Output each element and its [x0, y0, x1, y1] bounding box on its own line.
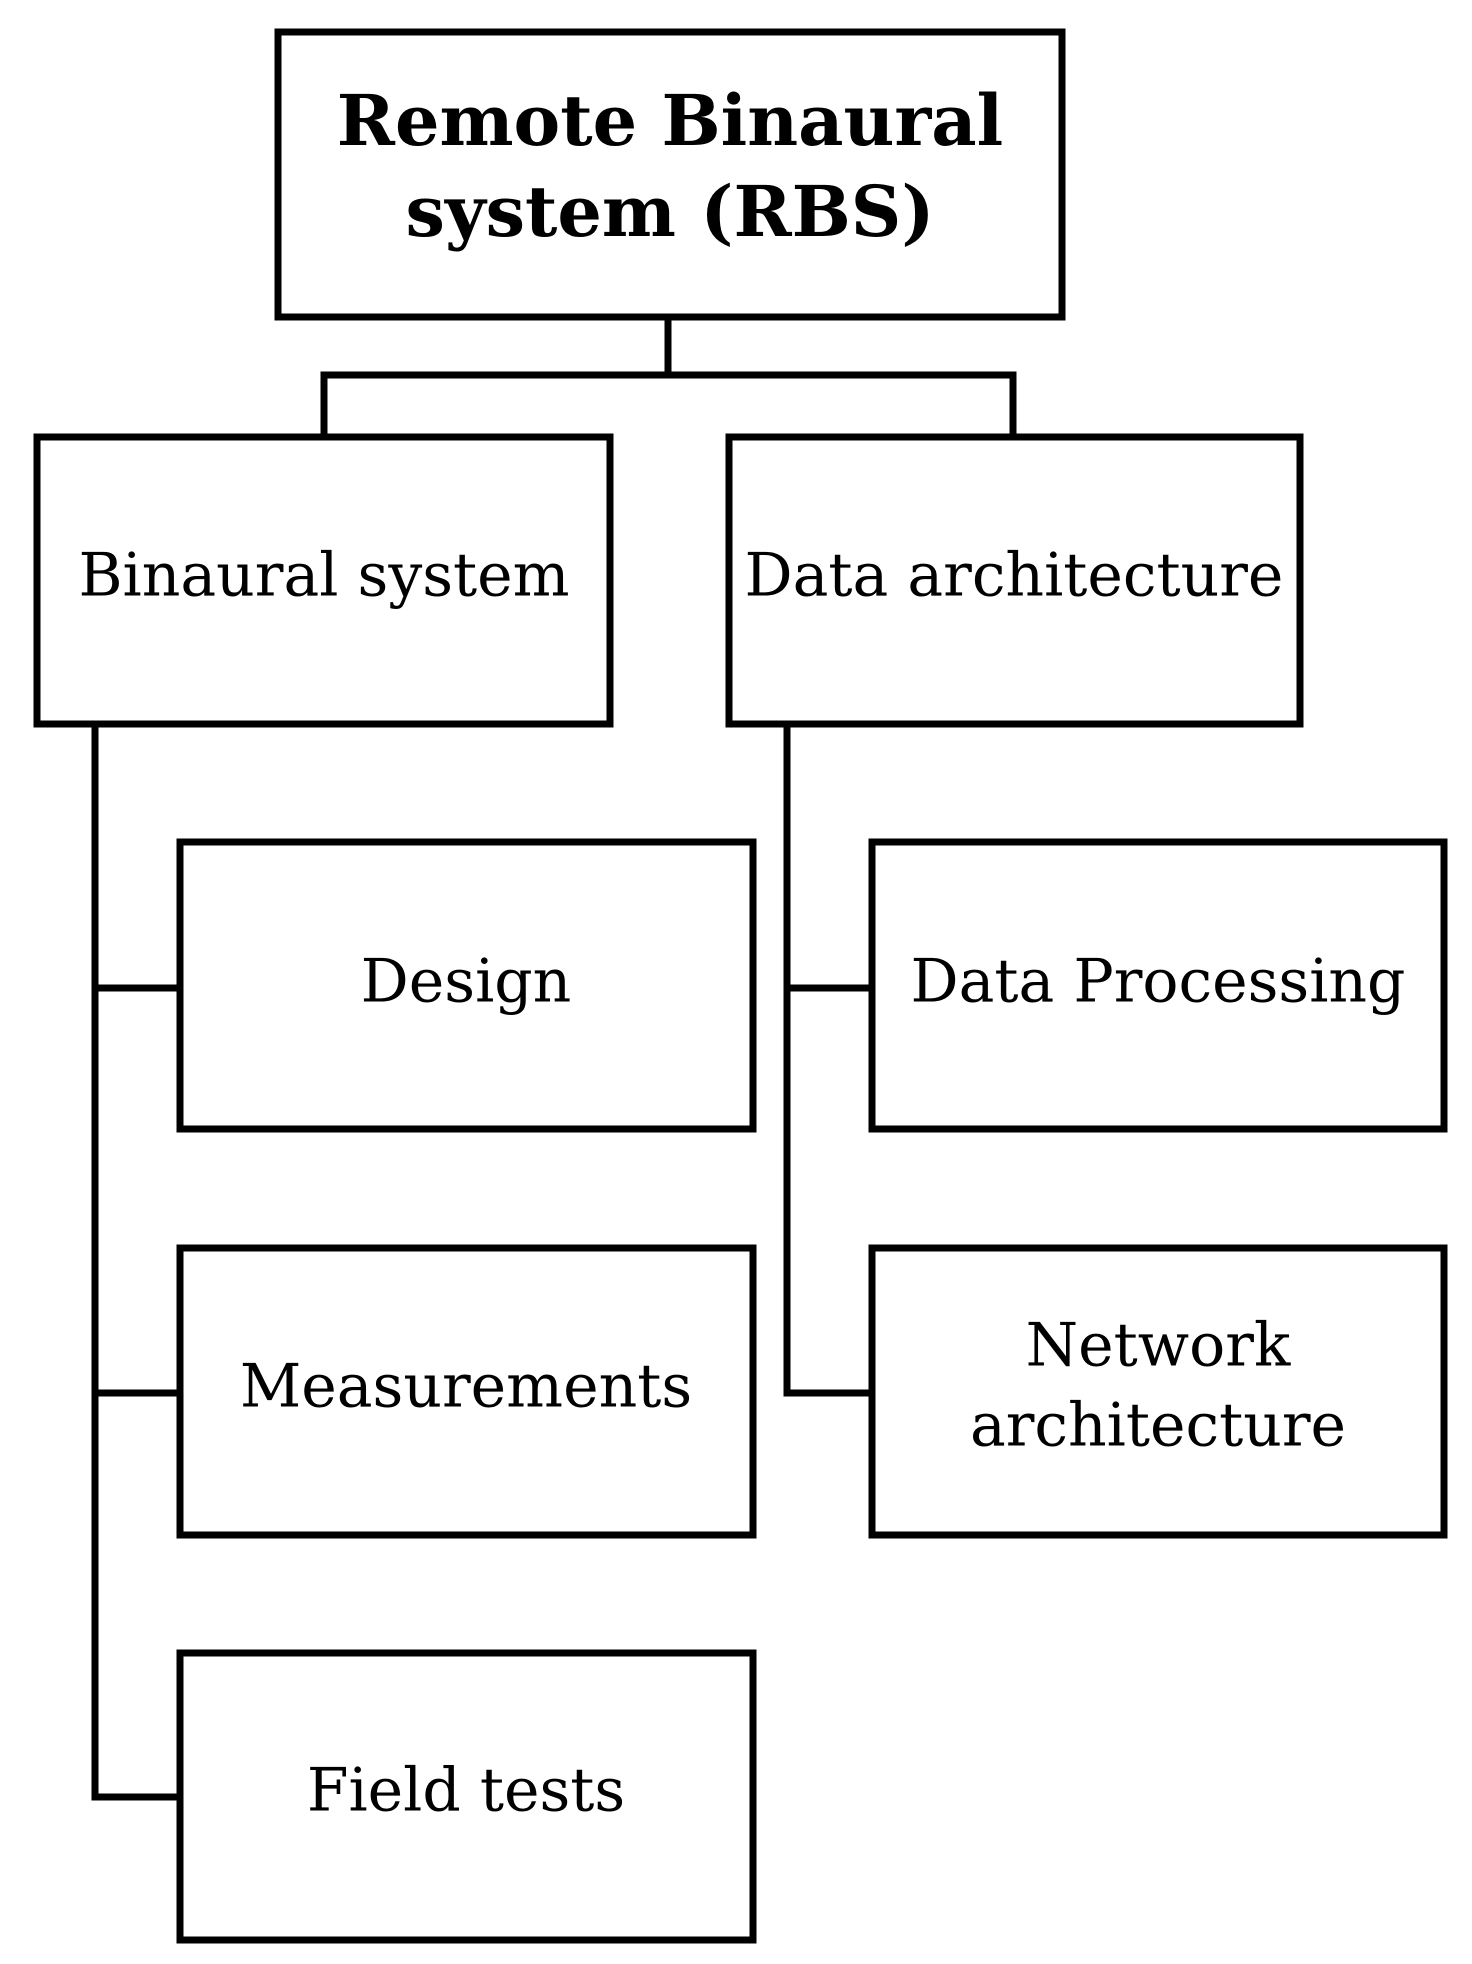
root-to-branches-connector	[320, 313, 1017, 439]
binaural-system-node: Binaural system	[33, 433, 614, 728]
network-architecture-line2: architecture	[970, 1391, 1346, 1461]
connectors	[91, 313, 1017, 1801]
binaural-children-connector	[91, 721, 182, 1801]
binaural-system-label: Binaural system	[78, 541, 569, 611]
data-processing-label: Data Processing	[911, 947, 1406, 1017]
root-title-line1: Remote Binaural	[337, 79, 1003, 162]
data-processing-node: Data Processing	[868, 838, 1448, 1133]
root-title-line2: system (RBS)	[406, 170, 935, 253]
design-node: Design	[176, 838, 757, 1133]
measurements-label: Measurements	[240, 1352, 692, 1422]
data-architecture-label: Data architecture	[745, 541, 1284, 611]
field-tests-node: Field tests	[176, 1649, 757, 1944]
data-architecture-node: Data architecture	[725, 433, 1304, 728]
data-children-connector	[783, 721, 874, 1397]
network-architecture-line1: Network	[1026, 1311, 1291, 1381]
measurements-node: Measurements	[176, 1244, 757, 1539]
design-label: Design	[361, 947, 572, 1017]
network-architecture-node: Network architecture	[868, 1244, 1448, 1539]
root-node: Remote Binaural system (RBS)	[274, 28, 1066, 321]
field-tests-label: Field tests	[307, 1756, 625, 1826]
